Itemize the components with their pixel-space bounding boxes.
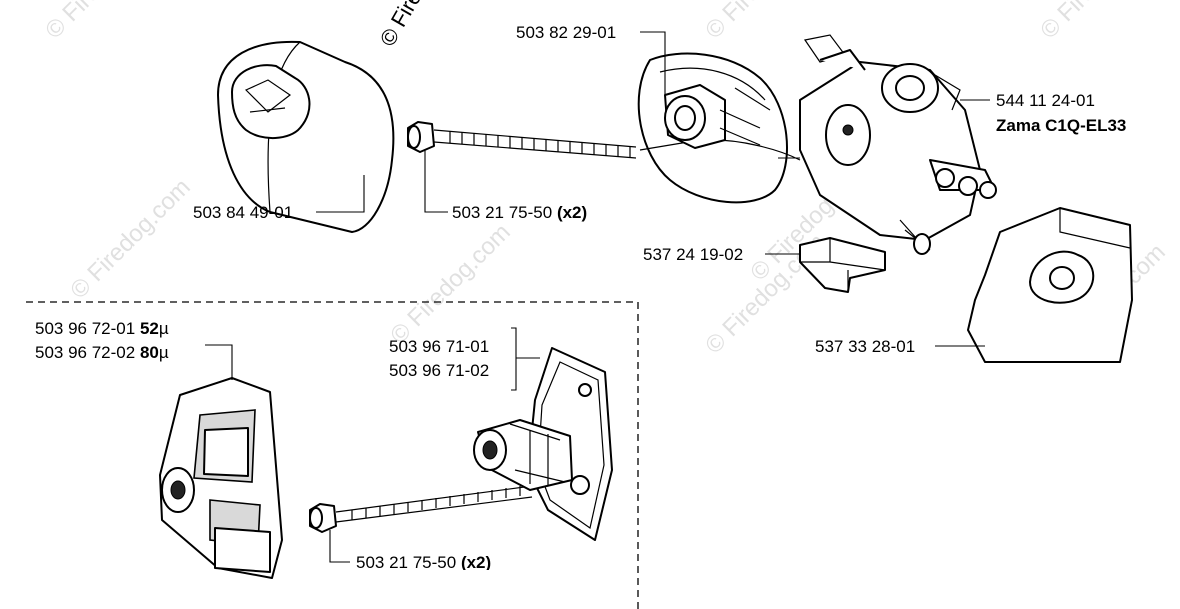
label-block: 537 24 19-02 xyxy=(643,245,743,264)
label-cover-a-size: 52 xyxy=(140,319,159,338)
label-cover-b-unit: µ xyxy=(159,343,169,362)
copyright-mark: © Fire xyxy=(375,0,427,51)
label-top-screw-number: 503 21 75-50 xyxy=(452,203,552,222)
label-carburetor: 544 11 24-01 xyxy=(996,91,1095,110)
label-air-filter: 503 84 49-01 xyxy=(193,203,293,222)
label-bottom-screw-qty: (x2) xyxy=(461,553,491,572)
label-bottom-screw-number: 503 21 75-50 xyxy=(356,553,456,572)
label-cover-b-size: 80 xyxy=(140,343,159,362)
block-part xyxy=(799,237,886,293)
label-cover-b-number: 503 96 72-02 xyxy=(35,343,135,362)
label-top-screw: 503 21 75-50 (x2) xyxy=(452,203,587,222)
label-cover-a-number: 503 96 72-01 xyxy=(35,319,135,338)
label-gasket: 537 33 28-01 xyxy=(815,337,915,356)
bottom-screw-part xyxy=(309,485,533,533)
kit-boundary xyxy=(26,301,639,609)
label-adapter-a: 503 96 71-01 xyxy=(389,337,489,356)
watermark-text: © Firedog.com xyxy=(40,0,171,44)
carburetor-part xyxy=(799,34,997,255)
gasket-part xyxy=(967,207,1133,363)
intake-boot-part xyxy=(637,52,801,204)
label-cover-b: 503 96 72-02 80µ xyxy=(35,343,169,362)
watermark-text: © Firedog.com xyxy=(700,0,831,44)
air-filter-part xyxy=(217,40,395,233)
adapter-part xyxy=(473,347,613,541)
top-screw-part xyxy=(407,121,637,159)
leader-lines xyxy=(205,31,990,563)
label-cover-a-unit: µ xyxy=(159,319,169,338)
label-cover-a: 503 96 72-01 52µ xyxy=(35,319,169,338)
watermark-text: © Firedog.com xyxy=(385,219,516,350)
cover-part xyxy=(159,377,283,579)
label-adapter-b: 503 96 71-02 xyxy=(389,361,489,380)
watermark-text: © Firedog.com xyxy=(65,174,196,305)
part-labels: 503 84 49-01 503 21 75-50 (x2) 503 82 29… xyxy=(35,23,1126,572)
label-bottom-screw: 503 21 75-50 (x2) xyxy=(356,553,491,572)
label-carburetor-model: Zama C1Q-EL33 xyxy=(996,116,1126,135)
watermark-text: © Firedog.com xyxy=(1035,0,1166,44)
label-top-screw-qty: (x2) xyxy=(557,203,587,222)
bottom-clip-mask xyxy=(350,570,550,609)
label-intake-boot: 503 82 29-01 xyxy=(516,23,616,42)
